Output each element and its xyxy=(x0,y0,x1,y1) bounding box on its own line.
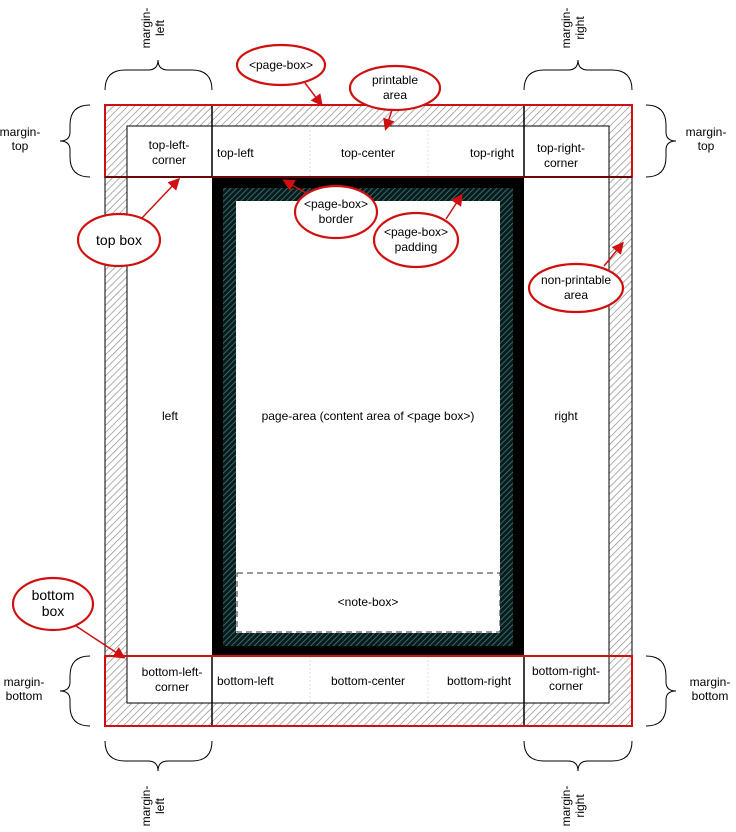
top-left-label: top-left xyxy=(217,146,254,160)
top-center-label: top-center xyxy=(341,146,395,160)
callout-top-box-text: top box xyxy=(96,232,142,248)
callout-top-box xyxy=(76,212,162,268)
arrow-top-box xyxy=(141,177,181,219)
callout-page-box-border xyxy=(293,184,379,240)
bottom-left-corner-label: bottom-left-corner xyxy=(142,665,203,694)
callout-page-box-padding xyxy=(372,211,460,269)
arrow-page-box xyxy=(304,82,323,107)
braces xyxy=(59,59,677,772)
left-label: left xyxy=(162,409,179,423)
brace-margin-right-bottom xyxy=(523,740,633,772)
top-left-corner-label: top-left-corner xyxy=(149,138,190,167)
bottom-right-label: bottom-right xyxy=(447,674,512,688)
brace-margin-left-bottom xyxy=(104,740,213,772)
page-area xyxy=(236,201,500,633)
brace-margin-bottom-right xyxy=(645,655,677,727)
margin-top-right-label: margin-top xyxy=(686,125,727,153)
callout-printable-area xyxy=(348,64,442,112)
callout-bottom-box xyxy=(11,576,95,632)
note-box xyxy=(236,572,501,633)
bottom-right-corner-label: bottom-right-corner xyxy=(532,664,600,693)
callout-page-box xyxy=(235,43,327,87)
margin-bottom-left-label: margin-bottom xyxy=(4,675,45,703)
callout-page-box-text: <page-box> xyxy=(249,58,313,72)
brace-margin-right-top xyxy=(523,59,633,91)
top-right-corner-label: top-right-corner xyxy=(537,141,585,170)
bottom-box-outline xyxy=(104,655,633,727)
brace-margin-bottom-left xyxy=(59,655,91,727)
brace-margin-left-top xyxy=(104,59,213,91)
top-right-label: top-right xyxy=(470,146,515,160)
margin-top-left-label: margin-top xyxy=(0,125,40,153)
callout-page-box-border-text: <page-box>border xyxy=(304,197,368,226)
brace-margin-top-left xyxy=(59,104,91,178)
brace-margin-top-right xyxy=(645,104,677,178)
bottom-left-label: bottom-left xyxy=(217,674,274,688)
arrow-page-box-padding xyxy=(445,193,463,220)
bottom-center-label: bottom-center xyxy=(331,674,405,688)
callout-non-printable xyxy=(527,262,625,314)
margin-bottom-right-label: margin-bottom xyxy=(690,675,731,703)
arrow-bottom-box xyxy=(75,625,126,659)
arrow-printable-area xyxy=(383,109,395,131)
arrow-page-box-border xyxy=(282,179,307,194)
arrow-non-printable xyxy=(603,241,624,267)
margin-left-top-label: margin-left xyxy=(139,8,167,49)
margin-right-bottom-label: margin-right xyxy=(559,786,587,827)
note-box-label: <note-box> xyxy=(338,595,399,609)
margin-right-top-label: margin-right xyxy=(559,8,587,49)
page-area-label: page-area (content area of <page box>) xyxy=(262,409,475,423)
right-label: right xyxy=(554,409,578,423)
callout-page-box-padding-text: <page-box>padding xyxy=(384,225,448,254)
margin-left-bottom-label: margin-left xyxy=(139,786,167,827)
